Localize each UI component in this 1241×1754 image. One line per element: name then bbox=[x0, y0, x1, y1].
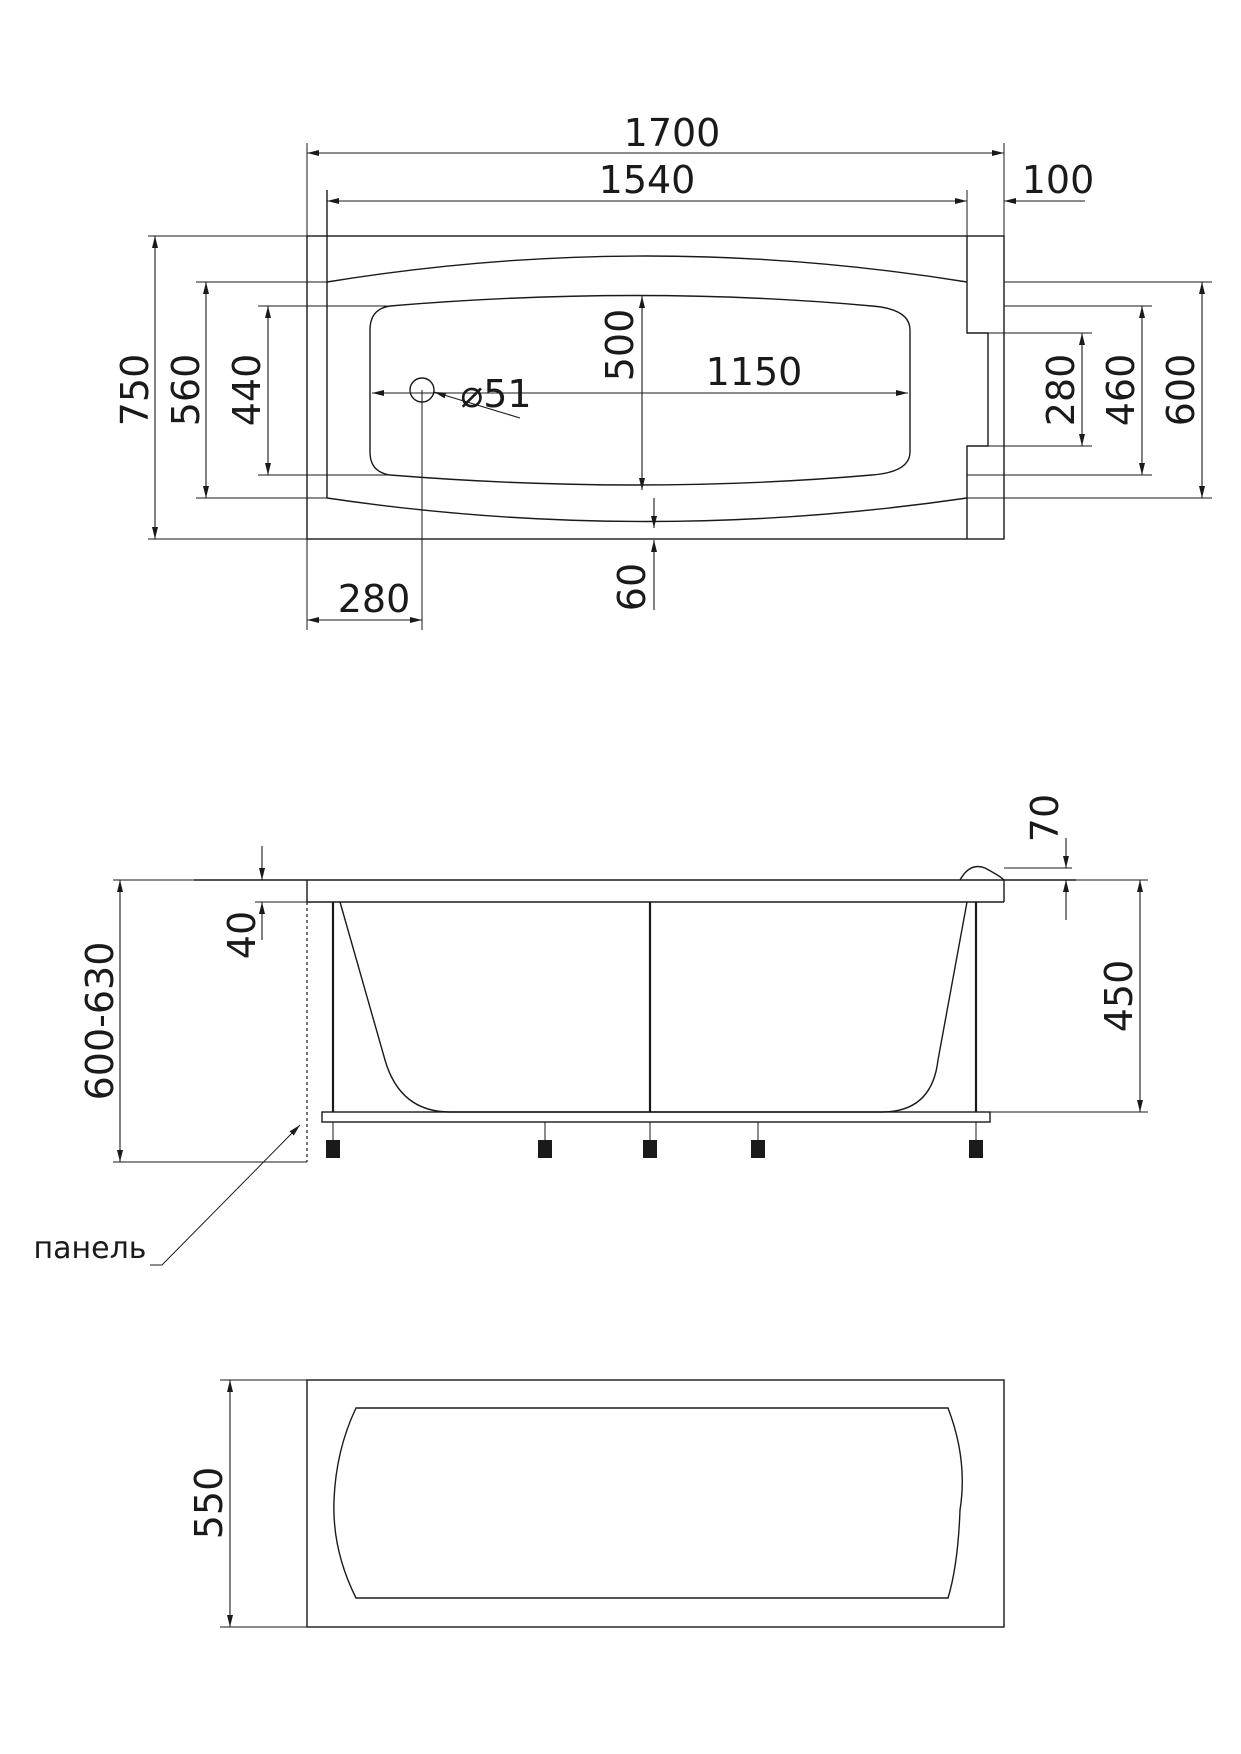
dim-label-560: 560 bbox=[164, 354, 208, 427]
dim-label-450: 450 bbox=[1097, 960, 1141, 1033]
foot bbox=[751, 1122, 765, 1158]
dim-label-51: ⌀51 bbox=[460, 372, 531, 416]
dim-label-440: 440 bbox=[225, 354, 269, 427]
dim-label-280-right: 280 bbox=[1039, 354, 1083, 427]
top-view: 1700 1540 100 750 560 440 500 1150 ⌀51 2… bbox=[113, 111, 1212, 630]
dim-line-51 bbox=[433, 391, 521, 419]
dim-label-460: 460 bbox=[1099, 354, 1143, 427]
side-view: 600-630 40 70 450 панель bbox=[34, 794, 1148, 1266]
panel-outline bbox=[306, 1379, 1005, 1628]
tub-outline bbox=[306, 235, 1005, 540]
dim-label-500: 500 bbox=[598, 309, 642, 382]
panel-leader bbox=[150, 1124, 301, 1266]
panel-inner-shape bbox=[333, 1407, 963, 1599]
dim-label-550: 550 bbox=[187, 1467, 231, 1540]
foot bbox=[969, 1122, 983, 1158]
dim-label-600-630: 600-630 bbox=[78, 942, 122, 1101]
basin-outline bbox=[369, 294, 911, 486]
panel-view: 550 bbox=[187, 1379, 1005, 1628]
dim-label-750: 750 bbox=[113, 354, 157, 427]
rim-bottom-curve bbox=[326, 497, 968, 523]
dim-label-100: 100 bbox=[1022, 158, 1095, 202]
dim-label-1540: 1540 bbox=[599, 158, 696, 202]
panel-label: панель bbox=[34, 1231, 147, 1266]
headrest bbox=[959, 865, 1005, 902]
dim-label-1700: 1700 bbox=[624, 111, 721, 155]
dim-label-70: 70 bbox=[1023, 794, 1067, 842]
dim-label-280-bottom: 280 bbox=[338, 577, 411, 621]
dim-label-1150: 1150 bbox=[706, 350, 803, 394]
foot bbox=[326, 1122, 340, 1158]
foot bbox=[643, 1122, 657, 1158]
dim-label-600: 600 bbox=[1159, 354, 1203, 427]
dim-label-60: 60 bbox=[610, 563, 654, 611]
tub-ledge bbox=[966, 236, 989, 539]
tub-body bbox=[339, 901, 968, 1113]
foot bbox=[538, 1122, 552, 1158]
rim-top-curve bbox=[326, 255, 968, 283]
dim-label-40: 40 bbox=[220, 911, 264, 959]
frame-rail bbox=[321, 1111, 991, 1123]
